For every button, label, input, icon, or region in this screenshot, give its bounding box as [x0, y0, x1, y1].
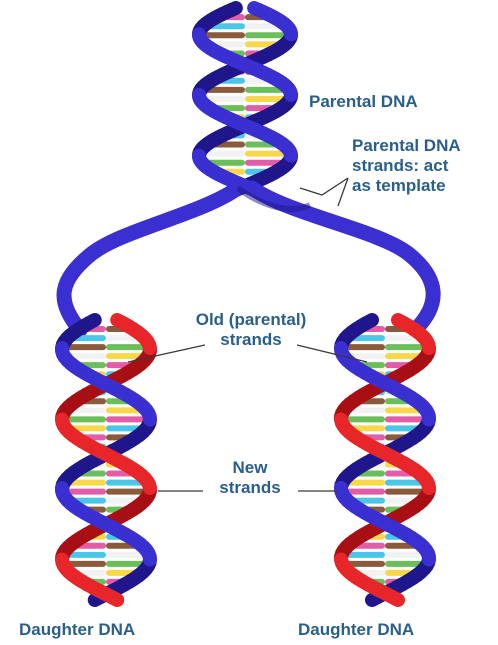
daughter-right-strand-segment	[372, 597, 378, 600]
daughter-dna-left-text: Daughter DNA	[19, 620, 135, 640]
old-strands-label-line-1: Old (parental)	[176, 310, 326, 330]
template-label-line-1: Parental DNA	[352, 136, 461, 156]
daughter-right-strand-segment	[392, 597, 398, 600]
parental-helix	[199, 8, 291, 190]
daughter-helix-left	[62, 320, 150, 600]
daughter-left-strand-segment	[149, 485, 150, 488]
new-strands-label-line-1: New	[198, 458, 302, 478]
parental-dna-label: Parental DNA	[309, 92, 418, 112]
old-strands-label: Old (parental) strands	[176, 310, 326, 350]
template-pointer-line	[300, 178, 348, 195]
replication-fork-strands	[64, 188, 433, 330]
daughter-right-strand-segment	[428, 345, 429, 348]
parental-dna-label-text: Parental DNA	[309, 92, 418, 112]
daughter-helix-right	[341, 320, 429, 600]
new-strands-label-line-2: strands	[198, 478, 302, 498]
new-strands-label: New strands	[198, 458, 302, 498]
daughter-dna-right-label: Daughter DNA	[298, 620, 414, 640]
template-pointer-line-2	[338, 178, 348, 206]
daughter-left-strand-segment	[111, 597, 117, 600]
daughter-dna-right-text: Daughter DNA	[298, 620, 414, 640]
old-strands-label-line-2: strands	[176, 330, 326, 350]
daughter-dna-left-label: Daughter DNA	[19, 620, 135, 640]
template-label-line-2: strands: act	[352, 156, 461, 176]
left-fork-strand	[64, 188, 238, 330]
daughter-right-strand-segment	[428, 485, 429, 488]
template-strands-label: Parental DNA strands: act as template	[352, 136, 461, 196]
daughter-left-strand-segment	[149, 345, 150, 348]
template-label-line-3: as template	[352, 176, 461, 196]
